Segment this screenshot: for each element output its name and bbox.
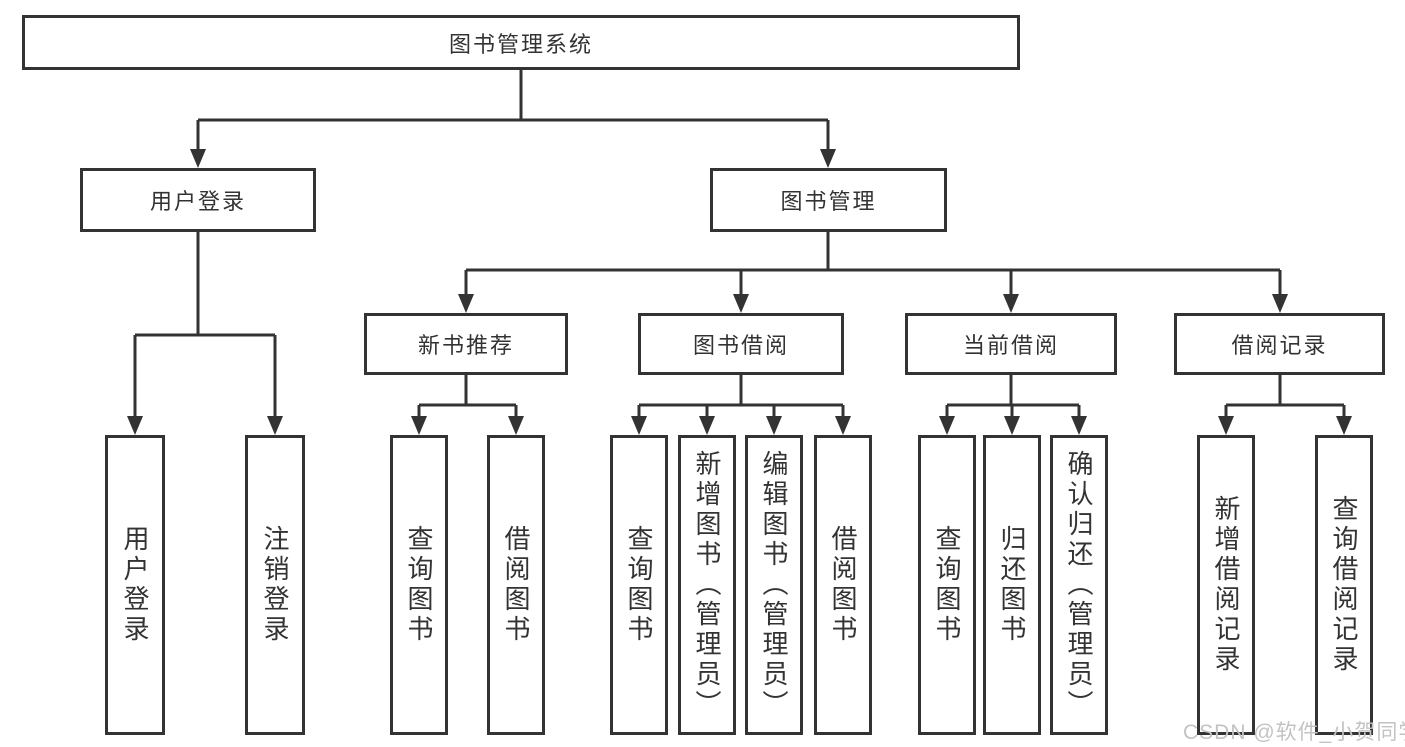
- node-user-login: 用户登录: [80, 168, 316, 232]
- node-new-book-recommendation: 新书推荐: [364, 313, 568, 375]
- leaf-logout: 注销登录: [245, 435, 305, 735]
- leaf-return-books-label: 归还图书: [997, 525, 1027, 645]
- leaf-borrow-books-borrowing: 借阅图书: [814, 435, 872, 735]
- node-book-management: 图书管理: [710, 168, 947, 232]
- leaf-user-login-label: 用户登录: [120, 525, 150, 645]
- leaf-borrow-books-borrowing-label: 借阅图书: [828, 525, 858, 645]
- node-book-borrowing: 图书借阅: [638, 313, 844, 375]
- leaf-query-books-borrowing-label: 查询图书: [624, 525, 654, 645]
- leaf-user-login: 用户登录: [105, 435, 165, 735]
- leaf-add-borrow-record: 新增借阅记录: [1197, 435, 1255, 735]
- leaf-confirm-return-admin: 确认归还（管理员）: [1050, 435, 1108, 735]
- leaf-add-books-admin-label: 新增图书（管理员）: [692, 450, 722, 720]
- leaf-return-books: 归还图书: [983, 435, 1041, 735]
- leaf-query-books-recommend-label: 查询图书: [404, 525, 434, 645]
- leaf-query-borrow-record: 查询借阅记录: [1315, 435, 1373, 735]
- leaf-edit-books-admin: 编辑图书（管理员）: [745, 435, 803, 735]
- leaf-confirm-return-admin-label: 确认归还（管理员）: [1064, 450, 1094, 720]
- leaf-borrow-books-recommend-label: 借阅图书: [501, 525, 531, 645]
- watermark: CSDN @软件_小贺同学: [1183, 721, 1405, 744]
- node-book-management-system: 图书管理系统: [22, 15, 1020, 70]
- leaf-edit-books-admin-label: 编辑图书（管理员）: [759, 450, 789, 720]
- leaf-query-borrow-record-label: 查询借阅记录: [1329, 495, 1359, 675]
- leaf-add-books-admin: 新增图书（管理员）: [678, 435, 736, 735]
- leaf-query-books-recommend: 查询图书: [390, 435, 448, 735]
- arrowheads: [127, 149, 1352, 435]
- leaf-query-books-current-label: 查询图书: [932, 525, 962, 645]
- node-borrowing-records: 借阅记录: [1174, 313, 1385, 375]
- leaf-query-books-borrowing: 查询图书: [610, 435, 668, 735]
- leaf-logout-label: 注销登录: [260, 525, 290, 645]
- leaf-query-books-current: 查询图书: [918, 435, 976, 735]
- leaf-borrow-books-recommend: 借阅图书: [487, 435, 545, 735]
- leaf-add-borrow-record-label: 新增借阅记录: [1211, 495, 1241, 675]
- node-current-borrowing: 当前借阅: [905, 313, 1117, 375]
